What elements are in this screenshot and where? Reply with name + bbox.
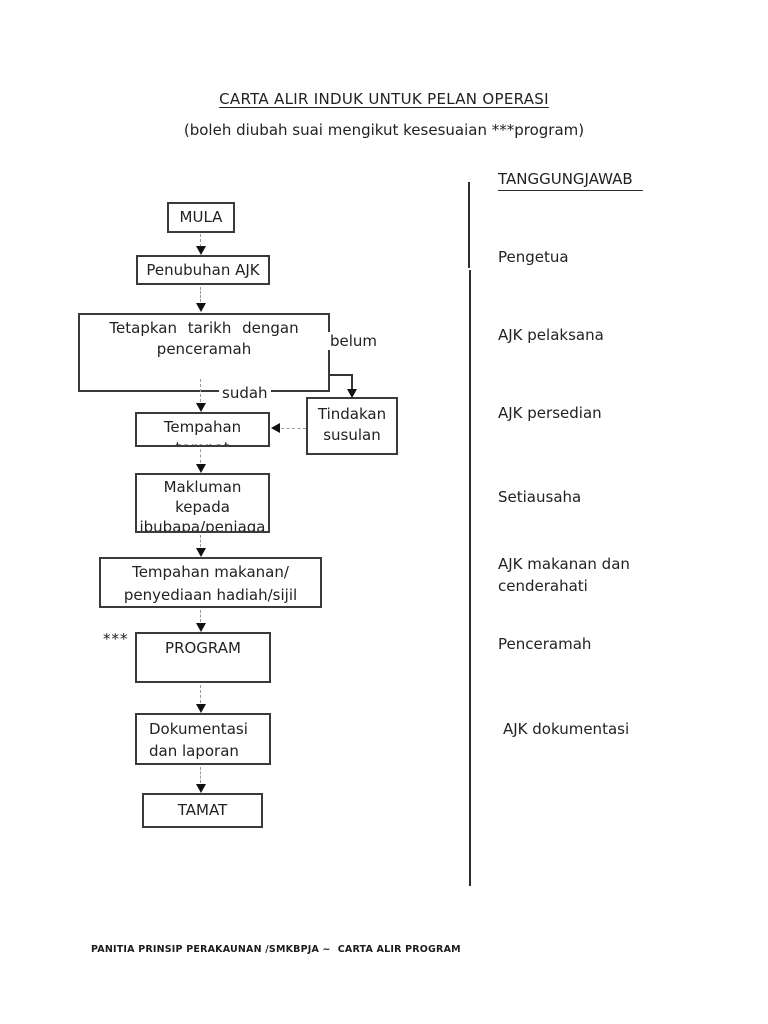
flow-node-label: TAMAT [177, 801, 228, 819]
program-asterisk-marker: *** [103, 630, 129, 648]
connector-makluman-makanan [200, 535, 201, 547]
responsibility-ajk-makanan: AJK makanan dan cenderahati [498, 555, 630, 595]
flow-node-label-line2: penyediaan hadiah/sijil [123, 586, 298, 604]
flow-node-label-line1: Makluman [163, 478, 242, 496]
flow-node-label-line3: ibubapa/peniaga [139, 518, 266, 533]
arrow-down-icon [347, 389, 357, 398]
flow-node-tempahan-makanan: Tempahan makanan/ penyediaan hadiah/siji… [99, 557, 322, 608]
flow-node-label-line2: tempat [137, 438, 268, 445]
page-subtitle: (boleh diubah suai mengikut kesesuaian *… [183, 121, 585, 139]
connector-tetapkan-tempahan [200, 379, 201, 402]
flow-node-label-line2: dan laporan [149, 742, 239, 760]
connector-makanan-program [200, 610, 201, 622]
page-title: CARTA ALIR INDUK UNTUK PELAN OPERASI [0, 90, 768, 108]
responsibility-penceramah: Penceramah [498, 635, 592, 653]
flow-node-label-line1: Tempahan [163, 418, 242, 436]
arrow-down-icon [196, 623, 206, 632]
responsibility-ajk-pelaksana: AJK pelaksana [498, 326, 604, 344]
responsibility-setiausaha: Setiausaha [498, 488, 582, 506]
arrow-down-icon [196, 246, 206, 255]
branch-belum-horizontal-line [329, 374, 353, 376]
responsibility-pengetua: Pengetua [498, 248, 569, 266]
flow-node-program: PROGRAM [135, 632, 271, 683]
connector-tindakan-tempahan [281, 428, 306, 429]
arrow-down-icon [196, 464, 206, 473]
flow-node-mula: MULA [167, 202, 235, 233]
branch-belum-vertical-line [351, 374, 353, 390]
page-title-text: CARTA ALIR INDUK UNTUK PELAN OPERASI [219, 90, 549, 108]
connector-mula-penubuhan [200, 234, 201, 247]
arrow-down-icon [196, 403, 206, 412]
column-divider-line [468, 182, 470, 268]
flow-node-tempahan-tempat: Tempahan tempat [135, 412, 270, 447]
flow-node-dokumentasi: Dokumentasi dan laporan [135, 713, 271, 765]
flow-node-tamat: TAMAT [142, 793, 263, 828]
connector-tempahan-makluman [200, 449, 201, 463]
flow-node-label-line1: Tindakan [317, 405, 387, 423]
flow-node-penubuhan-ajk: Penubuhan AJK [136, 255, 270, 285]
flow-node-label-line2: penceramah [156, 340, 252, 358]
arrow-left-icon [271, 423, 280, 433]
flow-node-label-line2: kepada [175, 498, 230, 516]
flow-node-label-line2: susulan [323, 426, 381, 444]
connector-program-dokumentasi [200, 685, 201, 703]
responsibility-ajk-persedian: AJK persedian [498, 404, 602, 422]
responsibilities-header: TANGGUNGJAWAB [498, 170, 643, 191]
flow-node-tindakan-susulan: Tindakan susulan [306, 397, 398, 455]
branch-label-belum: belum [327, 332, 381, 350]
connector-penubuhan-tetapkan [200, 287, 201, 302]
flow-node-label: Penubuhan AJK [146, 261, 260, 279]
responsibility-ajk-dokumentasi: AJK dokumentasi [503, 720, 630, 738]
flow-node-label-line1: Dokumentasi [149, 720, 248, 738]
flow-node-label-line1: Tempahan makanan/ [132, 563, 289, 581]
branch-label-sudah: sudah [219, 384, 271, 402]
connector-dokumentasi-tamat [200, 767, 201, 783]
page-footer: PANITIA PRINSIP PERAKAUNAN /SMKBPJA ~ CA… [91, 944, 461, 955]
flow-node-label-line1: Tetapkan tarikh dengan [109, 319, 299, 337]
flow-node-tetapkan-tarikh: Tetapkan tarikh dengan penceramah [78, 313, 330, 392]
arrow-down-icon [196, 784, 206, 793]
column-divider-line [469, 270, 471, 886]
flow-node-label: PROGRAM [165, 639, 241, 657]
flow-node-makluman: Makluman kepada ibubapa/peniaga [135, 473, 270, 533]
arrow-down-icon [196, 548, 206, 557]
flow-node-label: MULA [179, 208, 223, 226]
arrow-down-icon [196, 704, 206, 713]
arrow-down-icon [196, 303, 206, 312]
